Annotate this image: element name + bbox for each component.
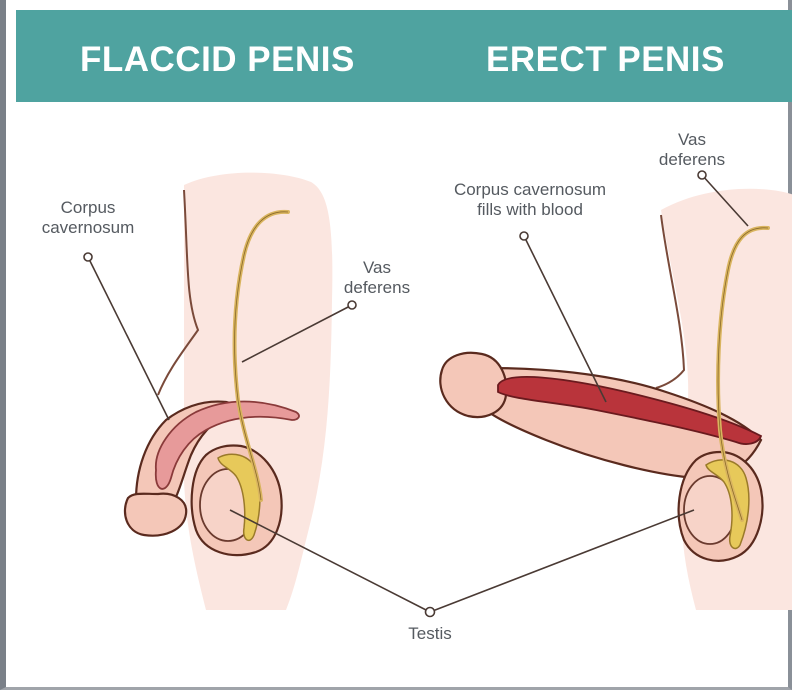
erect-corpus-leader-dot xyxy=(520,232,528,240)
corpus-cavernosum-label-flaccid: Corpus cavernosum xyxy=(30,198,146,238)
flaccid-illustration xyxy=(84,173,356,610)
flaccid-glans xyxy=(125,494,186,536)
testis-leader-dot xyxy=(426,608,435,617)
vas-deferens-label-flaccid: Vas deferens xyxy=(332,258,422,298)
flaccid-vas-leader-dot xyxy=(348,301,356,309)
testis-leader-right xyxy=(430,510,694,612)
corpus-cavernosum-label-erect: Corpus cavernosum fills with blood xyxy=(430,180,630,220)
flaccid-corpus-leader-dot xyxy=(84,253,92,261)
anatomy-illustration xyxy=(6,0,792,690)
erect-illustration xyxy=(440,171,792,610)
erect-glans xyxy=(440,353,506,417)
vas-deferens-label-erect: Vas deferens xyxy=(646,130,738,170)
testis-label: Testis xyxy=(390,624,470,644)
erect-vas-leader-dot xyxy=(698,171,706,179)
flaccid-corpus-leader xyxy=(88,257,169,420)
